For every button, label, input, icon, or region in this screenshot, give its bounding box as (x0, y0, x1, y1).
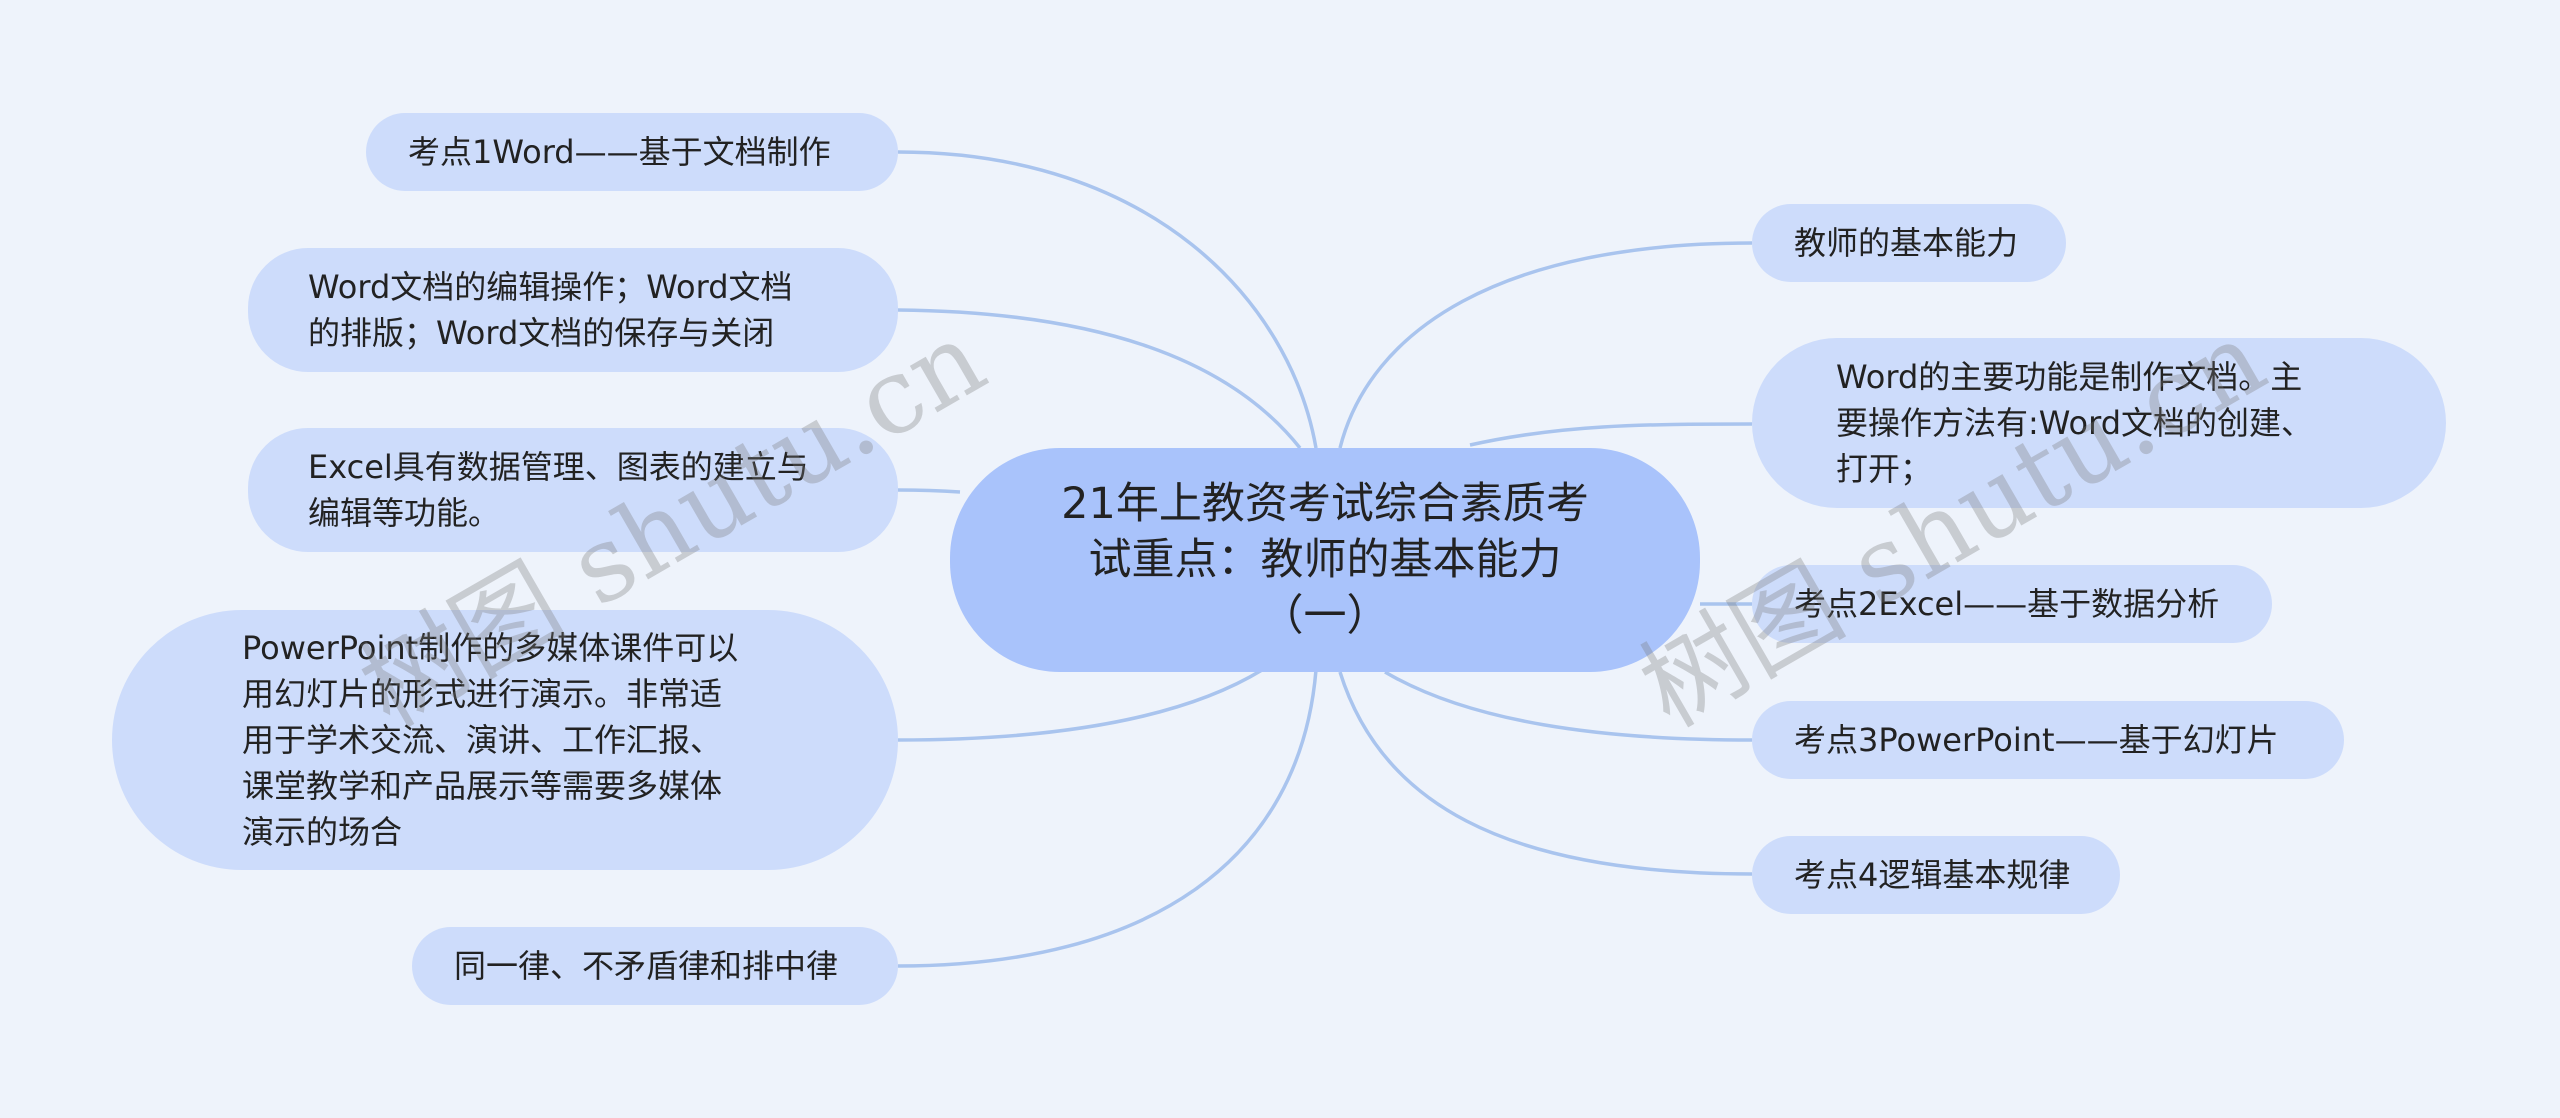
topic-label: Word的主要功能是制作文档。主 要操作方法有:Word文档的创建、 打开； (1836, 358, 2314, 488)
link-l4 (897, 668, 1263, 742)
link-l3 (897, 488, 961, 494)
topic-label: 考点3PowerPoint——基于幻灯片 (1794, 721, 2279, 759)
topic-word-editing[interactable]: Word文档的编辑操作；Word文档 的排版；Word文档的保存与关闭 (248, 248, 898, 372)
topic-label: 考点1Word——基于文档制作 (408, 133, 831, 171)
topic-label: Excel具有数据管理、图表的建立与 编辑等功能。 (308, 448, 809, 532)
topic-label: 考点2Excel——基于数据分析 (1794, 585, 2220, 623)
topic-label: PowerPoint制作的多媒体课件可以 用幻灯片的形式进行演示。非常适 用于学… (242, 629, 739, 851)
root-topic[interactable]: 21年上教资考试综合素质考试重点：教师的基本能力（一） (950, 448, 1700, 672)
topic-logic-laws[interactable]: 同一律、不矛盾律和排中律 (412, 927, 898, 1005)
topic-excel-functions[interactable]: Excel具有数据管理、图表的建立与 编辑等功能。 (248, 428, 898, 552)
link-r4 (1384, 670, 1753, 742)
topic-label: 教师的基本能力 (1794, 224, 2019, 262)
link-l1 (897, 150, 1318, 449)
root-topic-label: 21年上教资考试综合素质考试重点：教师的基本能力（一） (1061, 479, 1589, 641)
topic-teacher-abilities[interactable]: 教师的基本能力 (1752, 204, 2066, 282)
topic-excel-data[interactable]: 考点2Excel——基于数据分析 (1752, 565, 2272, 643)
topic-label: Word文档的编辑操作；Word文档 的排版；Word文档的保存与关闭 (308, 268, 793, 352)
link-l5 (897, 669, 1318, 968)
topic-powerpoint-usage[interactable]: PowerPoint制作的多媒体课件可以 用幻灯片的形式进行演示。非常适 用于学… (112, 610, 898, 870)
topic-label: 考点4逻辑基本规律 (1794, 856, 2071, 894)
topic-label: 同一律、不矛盾律和排中律 (454, 947, 839, 985)
topic-word-main-function[interactable]: Word的主要功能是制作文档。主 要操作方法有:Word文档的创建、 打开； (1752, 338, 2446, 508)
topic-powerpoint-slides[interactable]: 考点3PowerPoint——基于幻灯片 (1752, 701, 2344, 779)
link-r2 (1469, 422, 1753, 447)
link-r5 (1338, 671, 1753, 876)
topic-logic-basics[interactable]: 考点4逻辑基本规律 (1752, 836, 2120, 914)
topic-word-doc[interactable]: 考点1Word——基于文档制作 (366, 113, 898, 191)
link-l2 (897, 308, 1302, 450)
link-r1 (1338, 241, 1753, 449)
